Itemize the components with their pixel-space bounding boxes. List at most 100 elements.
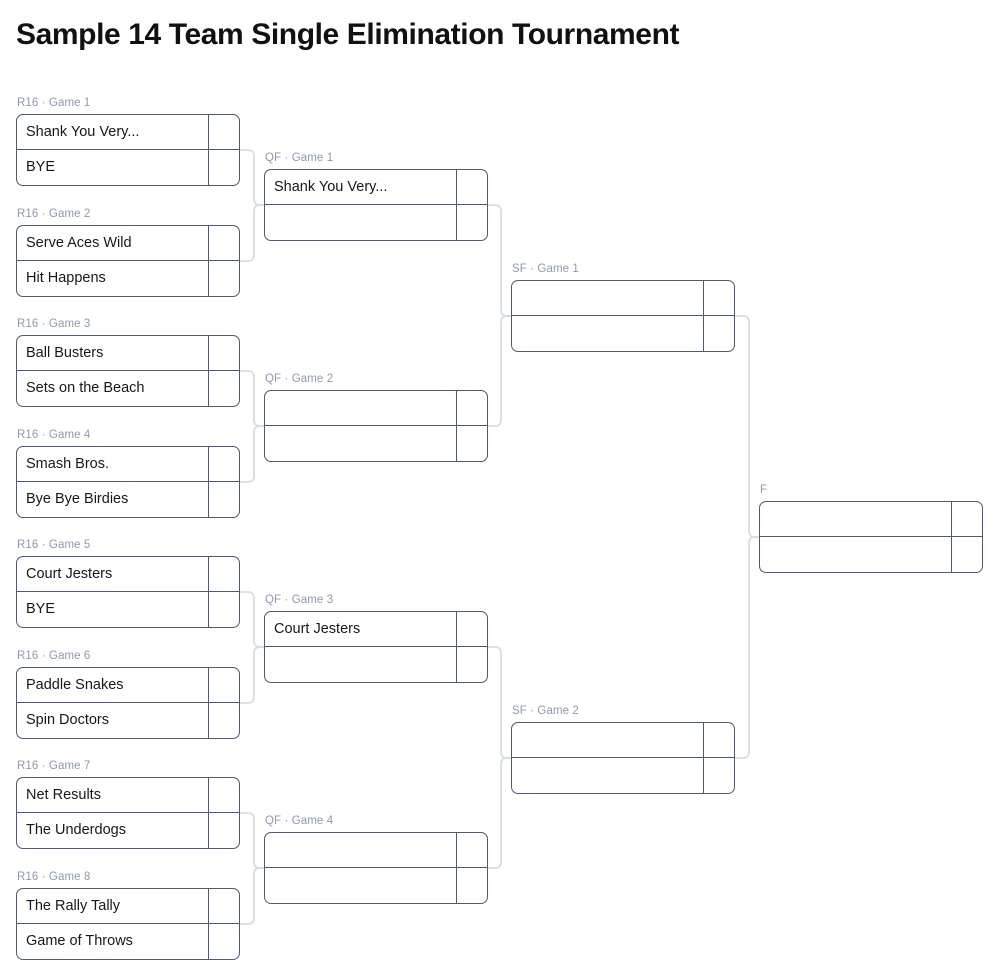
team-score[interactable] — [208, 226, 239, 260]
team-score[interactable] — [208, 668, 239, 702]
team-score[interactable] — [208, 889, 239, 923]
match-slot-top[interactable]: Net Results — [17, 778, 239, 813]
match-slot-bottom[interactable] — [265, 647, 487, 682]
match-box[interactable] — [264, 832, 488, 904]
match-r16-game-4[interactable]: R16 · Game 4 Smash Bros. Bye Bye Birdies — [16, 429, 240, 518]
team-score[interactable] — [208, 703, 239, 738]
match-slot-bottom[interactable] — [512, 758, 734, 793]
team-score[interactable] — [456, 170, 487, 204]
match-box[interactable]: Ball Busters Sets on the Beach — [16, 335, 240, 407]
team-name: Shank You Very... — [26, 124, 140, 140]
team-score[interactable] — [456, 868, 487, 903]
match-box[interactable] — [759, 501, 983, 573]
team-score[interactable] — [951, 502, 982, 536]
match-final[interactable]: F — [759, 484, 983, 573]
match-slot-top[interactable]: Paddle Snakes — [17, 668, 239, 703]
match-qf-game-2[interactable]: QF · Game 2 — [264, 373, 488, 462]
team-name: Serve Aces Wild — [26, 235, 132, 251]
match-r16-game-8[interactable]: R16 · Game 8 The Rally Tally Game of Thr… — [16, 871, 240, 960]
match-box[interactable]: Shank You Very... — [264, 169, 488, 241]
match-slot-top[interactable]: Shank You Very... — [265, 170, 487, 205]
team-name: Court Jesters — [274, 621, 361, 637]
match-r16-game-5[interactable]: R16 · Game 5 Court Jesters BYE — [16, 539, 240, 628]
team-score[interactable] — [208, 115, 239, 149]
match-slot-top[interactable] — [265, 391, 487, 426]
team-score[interactable] — [208, 557, 239, 591]
match-slot-top[interactable]: Serve Aces Wild — [17, 226, 239, 261]
match-slot-top[interactable]: Smash Bros. — [17, 447, 239, 482]
match-slot-top[interactable] — [512, 723, 734, 758]
match-slot-bottom[interactable] — [265, 868, 487, 903]
match-slot-bottom[interactable]: Game of Throws — [17, 924, 239, 959]
match-box[interactable] — [264, 390, 488, 462]
match-slot-top[interactable]: Shank You Very... — [17, 115, 239, 150]
match-label: SF · Game 2 — [512, 705, 579, 717]
match-slot-bottom[interactable]: Sets on the Beach — [17, 371, 239, 406]
match-box[interactable]: Serve Aces Wild Hit Happens — [16, 225, 240, 297]
team-score[interactable] — [456, 205, 487, 240]
team-score[interactable] — [208, 336, 239, 370]
team-score[interactable] — [208, 371, 239, 406]
team-score[interactable] — [456, 391, 487, 425]
team-score[interactable] — [208, 447, 239, 481]
match-qf-game-1[interactable]: QF · Game 1 Shank You Very... — [264, 152, 488, 241]
match-slot-bottom[interactable]: The Underdogs — [17, 813, 239, 848]
team-score[interactable] — [208, 813, 239, 848]
match-box[interactable]: The Rally Tally Game of Throws — [16, 888, 240, 960]
match-box[interactable]: Paddle Snakes Spin Doctors — [16, 667, 240, 739]
match-slot-top[interactable] — [512, 281, 734, 316]
team-score[interactable] — [208, 778, 239, 812]
team-score[interactable] — [951, 537, 982, 572]
match-label: QF · Game 1 — [265, 152, 334, 164]
team-score[interactable] — [703, 723, 734, 757]
match-box[interactable]: Court Jesters — [264, 611, 488, 683]
team-score[interactable] — [208, 482, 239, 517]
team-score[interactable] — [703, 281, 734, 315]
match-label: QF · Game 2 — [265, 373, 334, 385]
match-box[interactable]: Shank You Very... BYE — [16, 114, 240, 186]
match-slot-top[interactable] — [760, 502, 982, 537]
match-qf-game-3[interactable]: QF · Game 3 Court Jesters — [264, 594, 488, 683]
match-r16-game-2[interactable]: R16 · Game 2 Serve Aces Wild Hit Happens — [16, 208, 240, 297]
team-score[interactable] — [703, 758, 734, 793]
match-box[interactable] — [511, 280, 735, 352]
match-sf-game-1[interactable]: SF · Game 1 — [511, 263, 735, 352]
team-score[interactable] — [208, 592, 239, 627]
match-box[interactable]: Smash Bros. Bye Bye Birdies — [16, 446, 240, 518]
team-score[interactable] — [208, 261, 239, 296]
match-slot-bottom[interactable]: BYE — [17, 592, 239, 627]
match-slot-top[interactable] — [265, 833, 487, 868]
team-score[interactable] — [208, 924, 239, 959]
team-score[interactable] — [456, 647, 487, 682]
team-score[interactable] — [208, 150, 239, 185]
match-slot-top[interactable]: Ball Busters — [17, 336, 239, 371]
match-r16-game-7[interactable]: R16 · Game 7 Net Results The Underdogs — [16, 760, 240, 849]
match-slot-bottom[interactable]: Bye Bye Birdies — [17, 482, 239, 517]
match-r16-game-3[interactable]: R16 · Game 3 Ball Busters Sets on the Be… — [16, 318, 240, 407]
match-slot-bottom[interactable] — [512, 316, 734, 351]
match-box[interactable] — [511, 722, 735, 794]
team-name: The Rally Tally — [26, 898, 121, 914]
team-name: Ball Busters — [26, 345, 104, 361]
match-qf-game-4[interactable]: QF · Game 4 — [264, 815, 488, 904]
team-score[interactable] — [456, 426, 487, 461]
team-name: Sets on the Beach — [26, 381, 145, 396]
match-r16-game-6[interactable]: R16 · Game 6 Paddle Snakes Spin Doctors — [16, 650, 240, 739]
match-slot-top[interactable]: Court Jesters — [17, 557, 239, 592]
team-score[interactable] — [456, 612, 487, 646]
match-r16-game-1[interactable]: R16 · Game 1 Shank You Very... BYE — [16, 97, 240, 186]
match-box[interactable]: Net Results The Underdogs — [16, 777, 240, 849]
match-slot-bottom[interactable]: Hit Happens — [17, 261, 239, 296]
match-slot-top[interactable]: The Rally Tally — [17, 889, 239, 924]
match-sf-game-2[interactable]: SF · Game 2 — [511, 705, 735, 794]
match-box[interactable]: Court Jesters BYE — [16, 556, 240, 628]
team-score[interactable] — [456, 833, 487, 867]
match-slot-top[interactable]: Court Jesters — [265, 612, 487, 647]
team-score[interactable] — [703, 316, 734, 351]
match-slot-bottom[interactable] — [760, 537, 982, 572]
match-label: SF · Game 1 — [512, 263, 579, 275]
match-slot-bottom[interactable]: Spin Doctors — [17, 703, 239, 738]
match-slot-bottom[interactable]: BYE — [17, 150, 239, 185]
match-slot-bottom[interactable] — [265, 205, 487, 240]
match-slot-bottom[interactable] — [265, 426, 487, 461]
